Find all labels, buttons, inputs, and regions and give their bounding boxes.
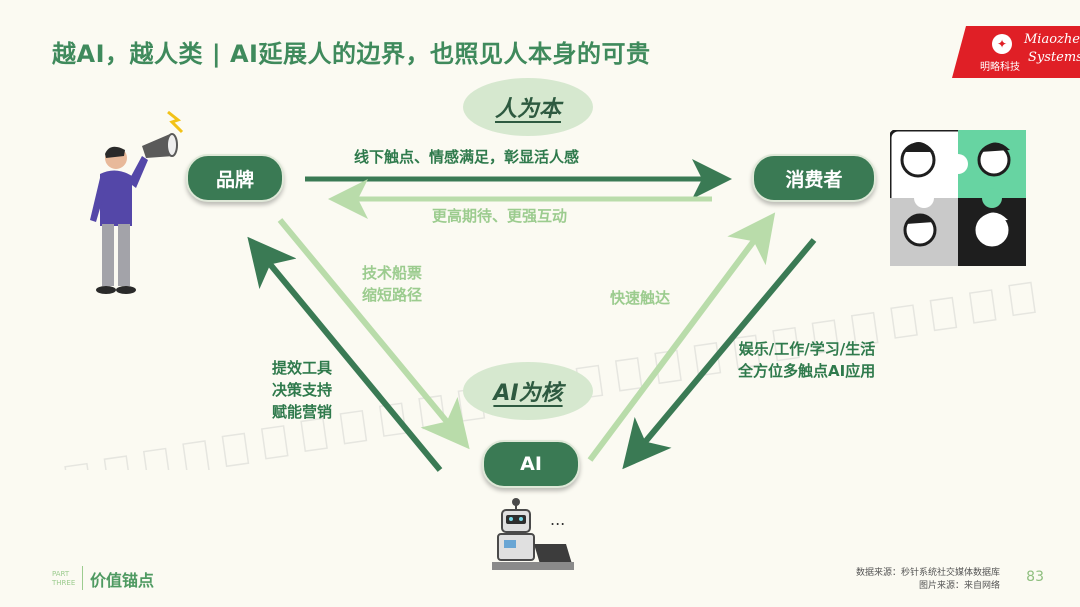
label-ai-to-consumer: 快速触达	[610, 287, 670, 309]
label-consumer-to-brand: 更高期待、更强互动	[432, 205, 567, 227]
label-ai-to-brand: 提效工具 决策支持 赋能营销	[272, 357, 332, 423]
label-consumer-to-ai-line2: 全方位多触点AI应用	[738, 360, 875, 382]
page-number: 83	[1026, 569, 1044, 585]
human-core-oval: 人为本	[463, 78, 593, 136]
source-line2: 图片来源：来自网络	[856, 580, 1000, 593]
label-consumer-to-ai-line1: 娱乐/工作/学习/生活	[738, 338, 875, 360]
label-ai-to-brand-line3: 赋能营销	[272, 401, 332, 423]
footer-part-label: PART THREE	[52, 570, 75, 588]
robot-laptop-illustration	[488, 496, 578, 576]
consumer-puzzle-illustration	[890, 130, 1026, 266]
consumer-node: 消费者	[752, 154, 876, 202]
footer-part-line2: THREE	[52, 579, 75, 588]
robot-ellipsis: ...	[550, 510, 565, 529]
footer-section-title: 价值锚点	[90, 567, 154, 591]
brand-node: 品牌	[186, 154, 284, 202]
person-megaphone-illustration	[80, 108, 200, 300]
ai-core-oval: AI为核	[463, 362, 593, 420]
footer-part-line1: PART	[52, 570, 75, 579]
source-notes: 数据来源：秒针系统社交媒体数据库 图片来源：来自网络	[856, 567, 1000, 593]
label-ai-to-brand-line1: 提效工具	[272, 357, 332, 379]
label-ai-to-brand-line2: 决策支持	[272, 379, 332, 401]
ai-node: AI	[482, 440, 580, 488]
label-consumer-to-ai: 娱乐/工作/学习/生活 全方位多触点AI应用	[738, 338, 875, 382]
label-brand-to-ai: 技术船票 缩短路径	[362, 262, 422, 306]
label-brand-to-ai-line2: 缩短路径	[362, 284, 422, 306]
source-line1: 数据来源：秒针系统社交媒体数据库	[856, 567, 1000, 580]
label-brand-to-ai-line1: 技术船票	[362, 262, 422, 284]
label-brand-to-consumer: 线下触点、情感满足，彰显活人感	[354, 146, 579, 168]
footer-divider	[82, 566, 83, 590]
